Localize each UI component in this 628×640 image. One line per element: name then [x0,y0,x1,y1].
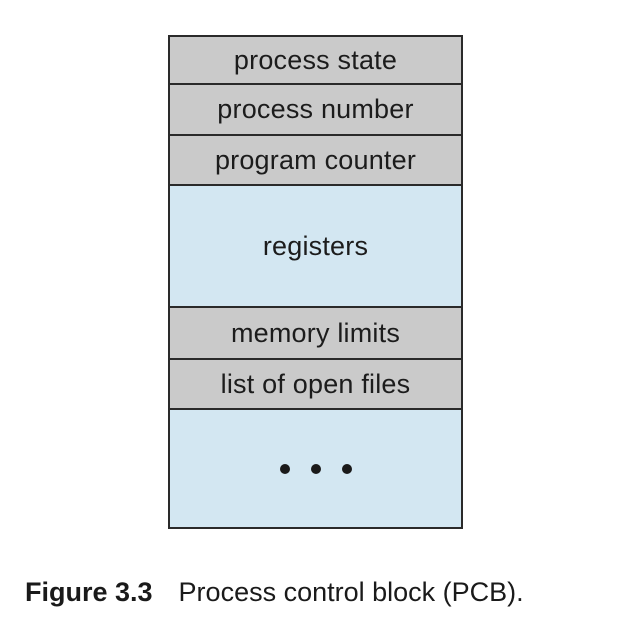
pcb-row-memory-limits: memory limits [170,308,461,360]
figure-caption: Figure 3.3 Process control block (PCB). [25,577,524,608]
pcb-row-process-state: process state [170,37,461,85]
pcb-row-ellipsis [170,410,461,527]
pcb-row-label: process state [233,44,398,75]
ellipsis-dot-icon [341,463,352,474]
pcb-row-label: memory limits [230,317,401,348]
ellipsis-dot-icon [279,463,290,474]
figure-caption-text: Process control block (PCB). [178,577,524,607]
pcb-row-label: process number [217,94,414,124]
pcb-row-label: registers [262,230,369,261]
pcb-row-list-of-open-files: list of open files [170,360,461,410]
pcb-diagram: process state process number program cou… [168,35,463,529]
pcb-row-label: program counter [214,144,417,175]
pcb-row-label: list of open files [220,368,411,399]
ellipsis-dot-icon [310,463,321,474]
figure-number: Figure 3.3 [25,577,153,607]
pcb-row-registers: registers [170,186,461,308]
pcb-row-process-number: process number [170,85,461,136]
pcb-row-program-counter: program counter [170,136,461,186]
